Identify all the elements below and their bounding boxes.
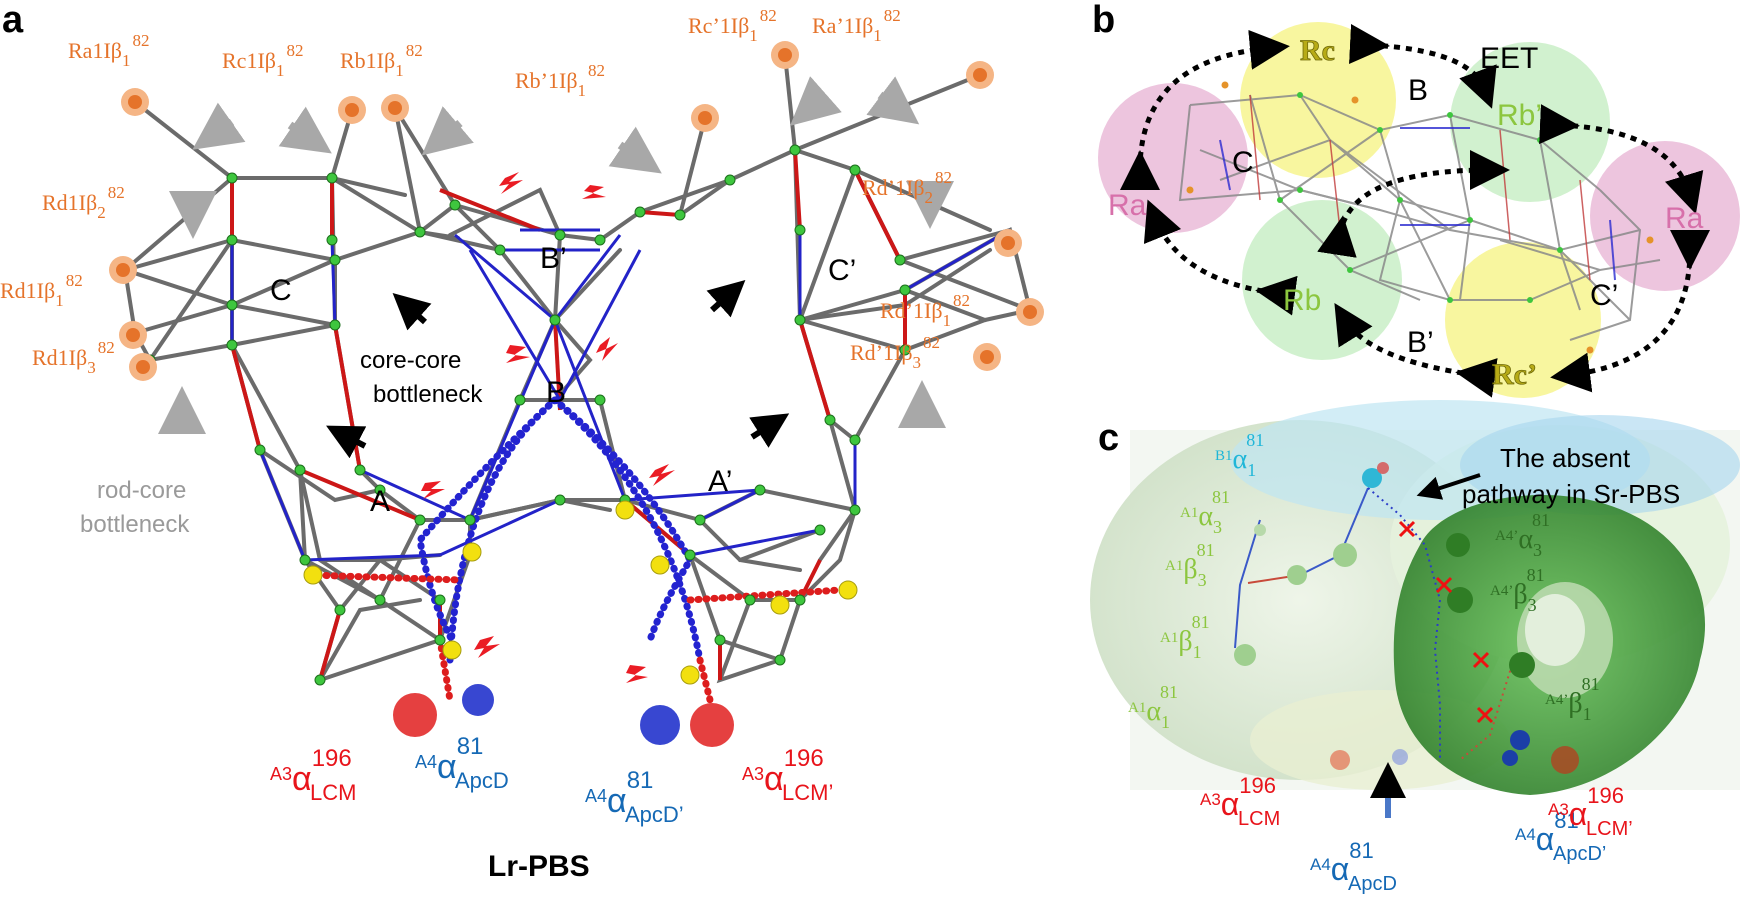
panel-a-title: Lr-PBS <box>488 850 590 883</box>
gray-arrow <box>866 76 920 125</box>
panel-b-ra-right: Ra <box>1665 202 1704 235</box>
site-label: Rd’1Iβ282 <box>862 168 952 207</box>
site-label: Rb’1Iβ182 <box>515 61 605 100</box>
panel-a-label: a <box>2 0 24 41</box>
residue-label: A1β181 <box>1160 612 1210 662</box>
site-label: Rd’1Iβ382 <box>850 333 940 372</box>
panel-b-rb-prime: Rb’ <box>1497 99 1542 132</box>
gray-arrow <box>790 76 842 126</box>
site-label: Rd1Iβ282 <box>42 183 125 222</box>
site-label: Rc1Iβ182 <box>222 41 303 80</box>
site-label: Ra’1Iβ182 <box>812 6 901 45</box>
panel-a-network <box>109 41 1044 747</box>
region-label-c: C <box>270 274 292 307</box>
region-label-c-prime: C’ <box>828 254 856 287</box>
annotation-arrow <box>1416 473 1481 500</box>
region-label-a: A <box>370 485 390 518</box>
panel-b-rb: Rb <box>1283 284 1321 317</box>
panel-b-label: b <box>1092 0 1115 41</box>
gray-arrow <box>421 106 474 156</box>
panel-b-diagram <box>1098 22 1740 398</box>
panel-b-ra-left: Ra <box>1108 189 1147 222</box>
rod-core-label-line1: rod-core <box>97 477 186 504</box>
residue-label: A4’β181 <box>1545 674 1600 724</box>
rod-core-label-line2: bottleneck <box>80 511 190 538</box>
panel-c-labels: B1α181A1α381A1β381A1β181A1α181A4’α381A4’… <box>1128 430 1600 732</box>
residue-label: A1α181 <box>1128 682 1178 732</box>
panel-b-b-prime: B’ <box>1407 326 1434 359</box>
panel-b-rc-prime: Rc’ <box>1492 358 1537 391</box>
region-label-b: B <box>546 376 566 409</box>
panel-c-label: c <box>1098 417 1119 459</box>
panel-b-c-prime: C’ <box>1590 279 1618 312</box>
panel-b-eet: EET <box>1480 42 1538 75</box>
site-label: Rd1Iβ182 <box>0 271 83 310</box>
gray-arrow <box>278 106 332 154</box>
panel-c-structure <box>1090 400 1740 818</box>
black-arrow <box>326 425 367 459</box>
gray-arrow <box>608 126 662 174</box>
panel-b-b: B <box>1408 74 1428 107</box>
black-arrow <box>392 292 432 331</box>
black-arrow <box>749 413 790 448</box>
region-label-b-prime: B’ <box>540 242 567 275</box>
core-core-label-line2: bottleneck <box>373 381 483 408</box>
absent-pathway-line1: The absent <box>1500 443 1631 473</box>
gray-arrow <box>192 102 246 150</box>
region-label-a-prime: A’ <box>708 465 732 498</box>
core-core-label-line1: core-core <box>360 347 461 374</box>
residue-label: A4’β381 <box>1490 565 1545 615</box>
residue-label: A4’α381 <box>1495 510 1550 560</box>
absent-pathway-line2: pathway in Sr-PBS <box>1462 479 1680 509</box>
site-label: Rd1Iβ382 <box>32 338 115 377</box>
site-label: Ra1Iβ182 <box>68 31 149 70</box>
residue-label: A1α381 <box>1180 487 1230 537</box>
site-label: Rb1Iβ182 <box>340 41 423 80</box>
residue-label: A1β381 <box>1165 540 1215 590</box>
site-label: Rc’1Iβ182 <box>688 6 777 45</box>
panel-b-rc: Rc <box>1300 34 1335 67</box>
site-label: Rd’1Iβ182 <box>880 291 970 330</box>
panel-b-c: C <box>1232 146 1254 179</box>
black-arrow <box>706 279 746 318</box>
residue-label: B1α181 <box>1215 430 1264 480</box>
